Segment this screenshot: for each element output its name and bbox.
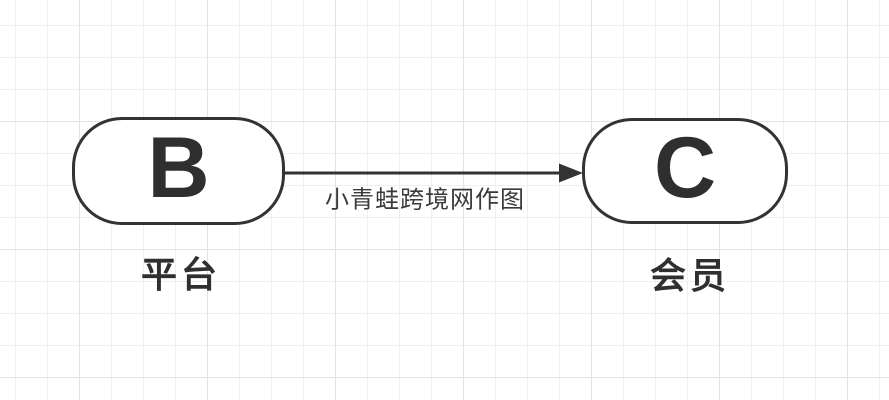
node-c-label: C [653, 120, 717, 216]
arrowhead-right-icon [559, 163, 583, 183]
edge-label[interactable]: 小青蛙跨境网作图 [325, 186, 525, 214]
node-b-caption: 平台 [140, 254, 222, 295]
node-c[interactable]: C [582, 118, 788, 224]
node-b[interactable]: B [72, 117, 285, 225]
node-b-label: B [147, 120, 210, 216]
node-c-caption: 会员 [649, 255, 731, 296]
